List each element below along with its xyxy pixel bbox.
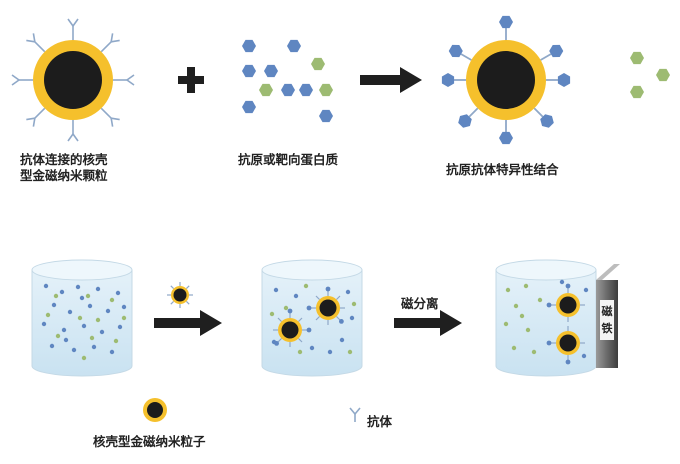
beaker-mixed — [261, 259, 363, 377]
label-antigen: 抗原或靶向蛋白质 — [238, 152, 339, 167]
label-antibody-particle: 抗体连接的核壳 型金磁纳米颗粒 — [20, 152, 108, 183]
arrow-right-icon — [154, 310, 222, 336]
arrow-right-icon — [394, 310, 462, 336]
plus-icon — [178, 67, 204, 93]
beaker-sample — [31, 259, 133, 377]
arrow-right-icon — [360, 67, 422, 93]
beaker-separated — [495, 259, 597, 377]
antigen-cluster — [242, 39, 333, 123]
label-magnetic-separation: 磁分离 — [401, 296, 439, 311]
magnet-label-1: 磁 — [602, 304, 613, 318]
magnetic-core — [44, 51, 102, 109]
legend-particle-icon — [143, 398, 167, 422]
label-legend-antibody: 抗体 — [367, 414, 393, 429]
magnet-label-2: 铁 — [602, 321, 613, 335]
hexagon-icon — [242, 39, 256, 53]
antibody-particle — [11, 18, 135, 142]
label-binding: 抗原抗体特异性结合 — [446, 162, 559, 177]
label-legend-particle: 核壳型金磁纳米粒子 — [93, 434, 206, 449]
antibody-y-icon — [67, 18, 79, 40]
small-particle-icon — [167, 282, 193, 308]
legend-antibody-icon — [349, 407, 361, 422]
bound-particle — [441, 15, 571, 145]
magnet-icon: 磁 铁 — [596, 264, 620, 368]
unbound-antigens — [630, 51, 670, 99]
